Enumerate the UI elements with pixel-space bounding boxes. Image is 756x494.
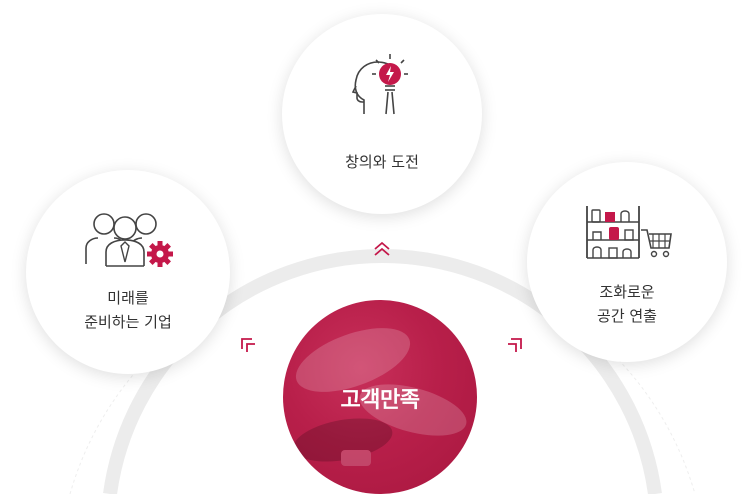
arrow-up-icon xyxy=(374,241,390,256)
shelf-cart-icon xyxy=(586,206,672,259)
node-future: 미래를 준비하는 기업 xyxy=(26,170,230,374)
center-background-texture xyxy=(293,328,467,466)
center-node: 고객만족 xyxy=(283,300,477,494)
node-space-line1: 조화로운 xyxy=(599,283,655,301)
center-label: 고객만족 xyxy=(340,388,420,413)
node-space-line2: 공간 연출 xyxy=(597,307,657,325)
arrow-upright-icon xyxy=(508,338,522,352)
arrow-upleft-icon xyxy=(241,338,255,352)
node-future-line2: 준비하는 기업 xyxy=(84,313,172,331)
node-creativity-label: 창의와 도전 xyxy=(345,153,419,171)
lightbulb-head-icon xyxy=(352,54,408,115)
node-creativity: 창의와 도전 xyxy=(282,14,482,214)
people-gear-icon xyxy=(85,213,173,267)
node-space-label: 조화로운 공간 연출 xyxy=(527,280,727,328)
node-future-label: 미래를 준비하는 기업 xyxy=(26,286,230,334)
node-space: 조화로운 공간 연출 xyxy=(527,162,727,362)
node-future-line1: 미래를 xyxy=(107,289,149,307)
